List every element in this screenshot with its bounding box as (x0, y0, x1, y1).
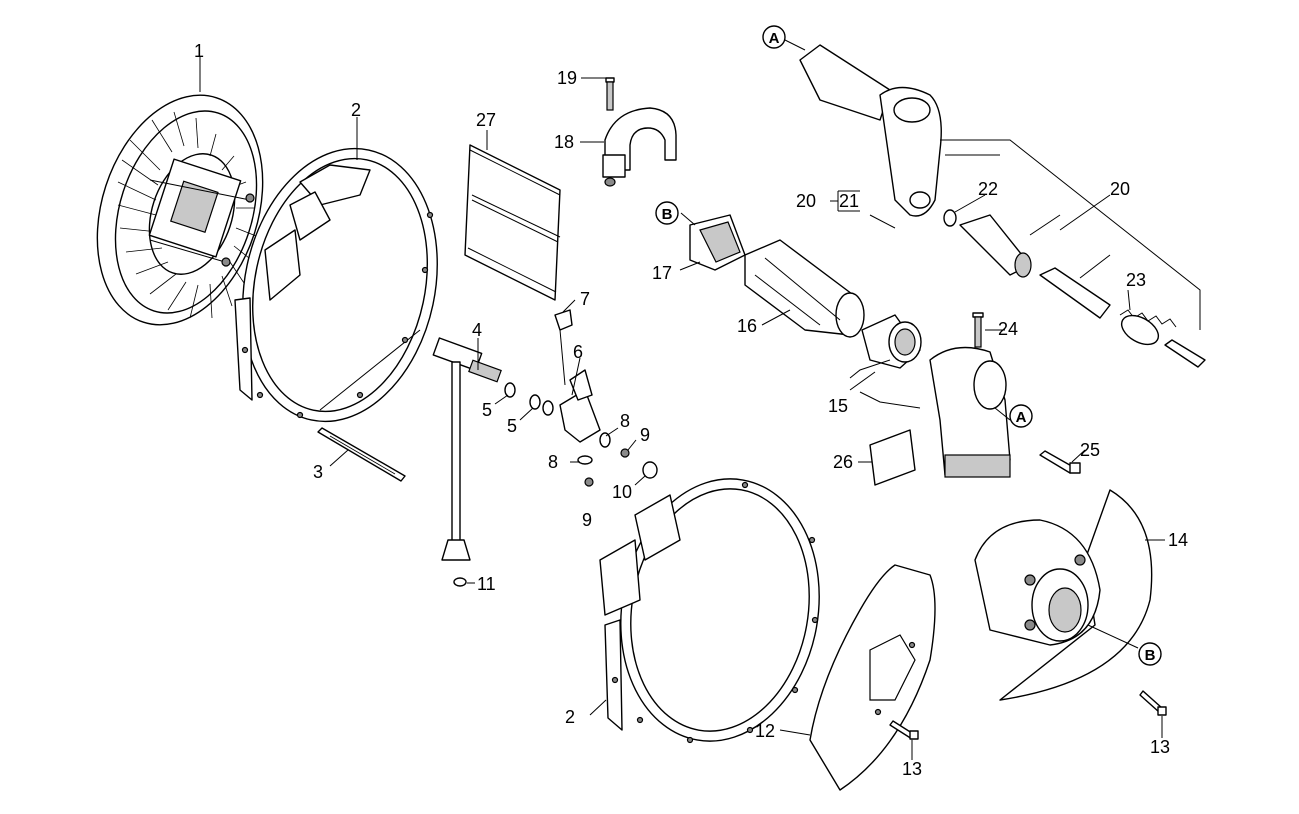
callout-12: 12 (755, 721, 775, 741)
callout-22: 22 (978, 179, 998, 199)
o-rings (453, 382, 658, 587)
part-1-reel-wheel (96, 94, 264, 326)
callout-labels: 1 2 2 3 4 5 5 6 7 8 8 9 9 10 11 12 13 13… (194, 41, 1188, 779)
part-bracket (929, 346, 1011, 478)
part-24-screw (972, 312, 984, 348)
callout-11: 11 (477, 574, 496, 594)
part-4-tube (432, 337, 502, 561)
part-7-clip (554, 309, 573, 386)
callout-5: 5 (507, 416, 517, 436)
part-2-housing-upper (234, 147, 438, 423)
callout-10: 10 (612, 482, 632, 502)
marker-b-hub: B (1138, 642, 1162, 666)
callout-8: 8 (620, 411, 630, 431)
part-18-clamp (602, 107, 677, 187)
part-17-coupling (689, 214, 746, 271)
part-pin-end (1164, 339, 1206, 368)
callout-9: 9 (582, 510, 592, 530)
part-22-ring (943, 209, 957, 227)
part-20-shaft (959, 214, 1111, 319)
callout-1: 1 (194, 41, 204, 61)
callout-2: 2 (351, 100, 361, 120)
callout-17: 17 (652, 263, 672, 283)
part-6-valve-body (559, 369, 601, 443)
part-14-hub-flange (974, 489, 1153, 701)
part-2-housing-lower (599, 478, 820, 744)
part-13-screw-right (1139, 690, 1167, 716)
callout-3: 3 (313, 462, 323, 482)
callout-18: 18 (554, 132, 574, 152)
part-16-hub-tube (744, 239, 865, 338)
callout-4: 4 (472, 320, 482, 340)
part-12-disc (809, 564, 936, 791)
callout-5: 5 (482, 400, 492, 420)
callout-6: 6 (573, 342, 583, 362)
callout-23: 23 (1126, 270, 1146, 290)
part-A-swing-arm (799, 44, 942, 217)
svg-text:B: B (1145, 647, 1156, 664)
callout-8: 8 (548, 452, 558, 472)
callout-24: 24 (998, 319, 1018, 339)
svg-text:A: A (1016, 409, 1027, 426)
callout-26: 26 (833, 452, 853, 472)
callout-20: 20 (796, 191, 816, 211)
callout-9: 9 (640, 425, 650, 445)
part-21-pin (869, 214, 896, 229)
part-3-rod (317, 427, 406, 482)
part-19-screw (605, 77, 615, 111)
svg-text:A: A (769, 30, 780, 47)
callout-2: 2 (565, 707, 575, 727)
part-27-guide-frame (464, 144, 561, 301)
leader-lines (199, 39, 1201, 760)
svg-text:B: B (662, 206, 673, 223)
callout-20: 20 (1110, 179, 1130, 199)
callout-13: 13 (1150, 737, 1170, 757)
marker-a-bracket: A (1009, 404, 1033, 428)
callout-25: 25 (1080, 440, 1100, 460)
reference-markers: A A B B (655, 25, 1162, 666)
part-23-spring (1119, 309, 1177, 346)
callout-21: 21 (839, 191, 859, 211)
part-15-bushing (861, 314, 922, 369)
part-13-screw-left (889, 720, 919, 740)
marker-b-coupling: B (655, 201, 679, 225)
callout-7: 7 (580, 289, 590, 309)
part-26-plate (869, 429, 916, 486)
callout-14: 14 (1168, 530, 1188, 550)
callout-27: 27 (476, 110, 496, 130)
marker-a-top: A (762, 25, 786, 49)
callout-15: 15 (828, 396, 848, 416)
callout-16: 16 (737, 316, 757, 336)
callout-19: 19 (557, 68, 577, 88)
callout-13: 13 (902, 759, 922, 779)
part-25-bolt (1039, 450, 1081, 474)
